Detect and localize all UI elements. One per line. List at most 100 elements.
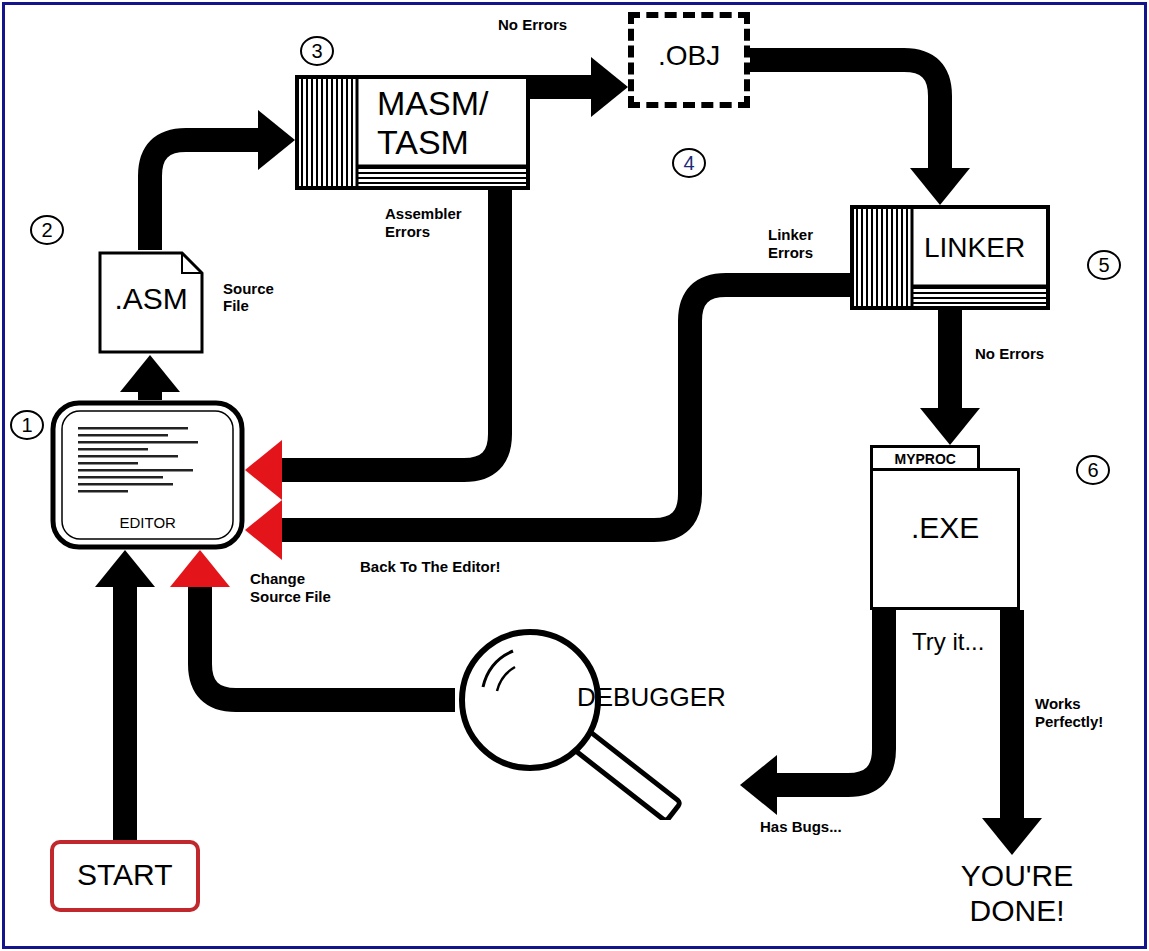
callout-number: 1 (10, 410, 44, 440)
monitor-outline-part (53, 403, 242, 547)
tool-stripes-part (896, 209, 898, 306)
monitor-outline-part (78, 434, 168, 437)
done-text: YOU'RE DONE! (935, 855, 1103, 941)
tool-stripes-part (912, 297, 1046, 299)
tool-stripes-part (311, 79, 313, 186)
window-body: .EXE (870, 468, 1020, 610)
flow-arrow (281, 285, 850, 530)
tool-stripes-part (856, 209, 858, 306)
tool-stripes-part (912, 292, 1046, 294)
document-outline-part (182, 253, 202, 273)
tool-stripes-part (906, 209, 908, 306)
node-text: LINKER (924, 232, 1025, 264)
node-text: .EXE (911, 511, 979, 546)
node-text: Source File (223, 280, 303, 315)
tool-stripes-part (316, 79, 318, 186)
flow-arrow (938, 310, 962, 409)
start-box: START (50, 840, 200, 912)
magnifier-symbol (455, 625, 740, 820)
node-text: YOU'RE DONE! (937, 859, 1097, 928)
node-text: .OBJ (658, 40, 720, 72)
tool-stripes-part (871, 209, 873, 306)
node-text: MYPROC (895, 451, 956, 467)
flow-arrow (530, 75, 592, 99)
tool-stripes-part (357, 172, 526, 174)
note-text: Back To The Editor! (360, 558, 501, 576)
tool-stripes-part (301, 79, 303, 186)
flow-arrow (776, 610, 884, 785)
tool-stripes-part (891, 209, 893, 306)
node-text: START (77, 858, 173, 893)
tool-stripes-part (886, 209, 888, 306)
node-text: DEBUGGER (577, 683, 726, 713)
tool-stripes-part (357, 165, 526, 168)
magnifier-symbol-part (483, 651, 513, 687)
tool-stripes-part (901, 209, 903, 306)
tool-stripes-part (336, 79, 338, 186)
source-file: .ASM Source File (97, 250, 309, 355)
edge-label: Change Source File (250, 570, 340, 606)
node-text: EDITOR (120, 514, 176, 531)
flow-arrow (750, 60, 940, 169)
tool-stripes-part (326, 79, 328, 186)
tool-stripes-part (881, 209, 883, 306)
flow-arrow (113, 586, 137, 840)
magnifier-symbol-part (575, 731, 681, 820)
magnifier-symbol-part (497, 667, 515, 691)
monitor-outline-part (78, 448, 148, 451)
callout-number: 5 (1087, 250, 1121, 280)
tool-stripes-part (357, 182, 526, 184)
linker-box: LINKER (850, 205, 1050, 310)
magnifier-symbol-part (575, 731, 681, 820)
exe-file: .EXE MYPROC (870, 445, 1020, 610)
debugger-icon: DEBUGGER (455, 625, 740, 820)
flow-arrow (138, 391, 162, 400)
monitor-outline-part (78, 441, 198, 444)
tool-stripes-part (912, 285, 1046, 288)
monitor-outline-part (78, 483, 173, 486)
tool-stripes-part (876, 209, 878, 306)
callout-number: 3 (300, 36, 334, 66)
edge-label: Has Bugs... (760, 818, 842, 836)
flow-arrow (281, 190, 500, 470)
edge-label: No Errors (975, 345, 1044, 363)
monitor-outline-part (78, 490, 128, 493)
monitor-outline-part (78, 462, 138, 465)
monitor-outline-part (78, 427, 188, 430)
flow-arrow (150, 140, 259, 250)
assembler-box: MASM/ TASM (295, 75, 530, 190)
callout-number: 4 (672, 148, 706, 178)
monitor-outline-part (78, 455, 178, 458)
tool-stripes-part (356, 79, 359, 186)
tool-stripes-part (357, 177, 526, 179)
tool-stripes-part (861, 209, 863, 306)
edge-label: Assembler Errors (385, 205, 480, 241)
flow-arrow (1000, 610, 1024, 819)
node-text: MASM/ TASM (377, 84, 522, 162)
tool-stripes-part (331, 79, 333, 186)
node-text: .ASM (115, 282, 188, 317)
document-outline-part (100, 253, 202, 352)
monitor-outline-part (78, 469, 193, 472)
tool-stripes-part (306, 79, 308, 186)
edge-label: Works Perfectly! (1035, 695, 1130, 731)
monitor-outline-part (78, 476, 163, 479)
tool-stripes-part (346, 79, 348, 186)
editor-screen: EDITOR (50, 400, 245, 550)
object-file: .OBJ (628, 12, 750, 108)
tool-stripes-part (357, 167, 526, 169)
tool-stripes-part (866, 209, 868, 306)
monitor-outline-part (62, 411, 233, 539)
edge-label: No Errors (498, 16, 567, 34)
callout-number: 2 (30, 215, 64, 245)
note-text: Try it... (912, 628, 984, 657)
tool-stripes-part (912, 287, 1046, 289)
tool-stripes-part (911, 209, 914, 306)
callout-number: 6 (1076, 455, 1110, 485)
tool-stripes-part (321, 79, 323, 186)
window-tab: MYPROC (870, 445, 980, 471)
tool-stripes-part (341, 79, 343, 186)
tool-stripes-part (912, 302, 1046, 304)
edge-label: Linker Errors (768, 226, 846, 262)
